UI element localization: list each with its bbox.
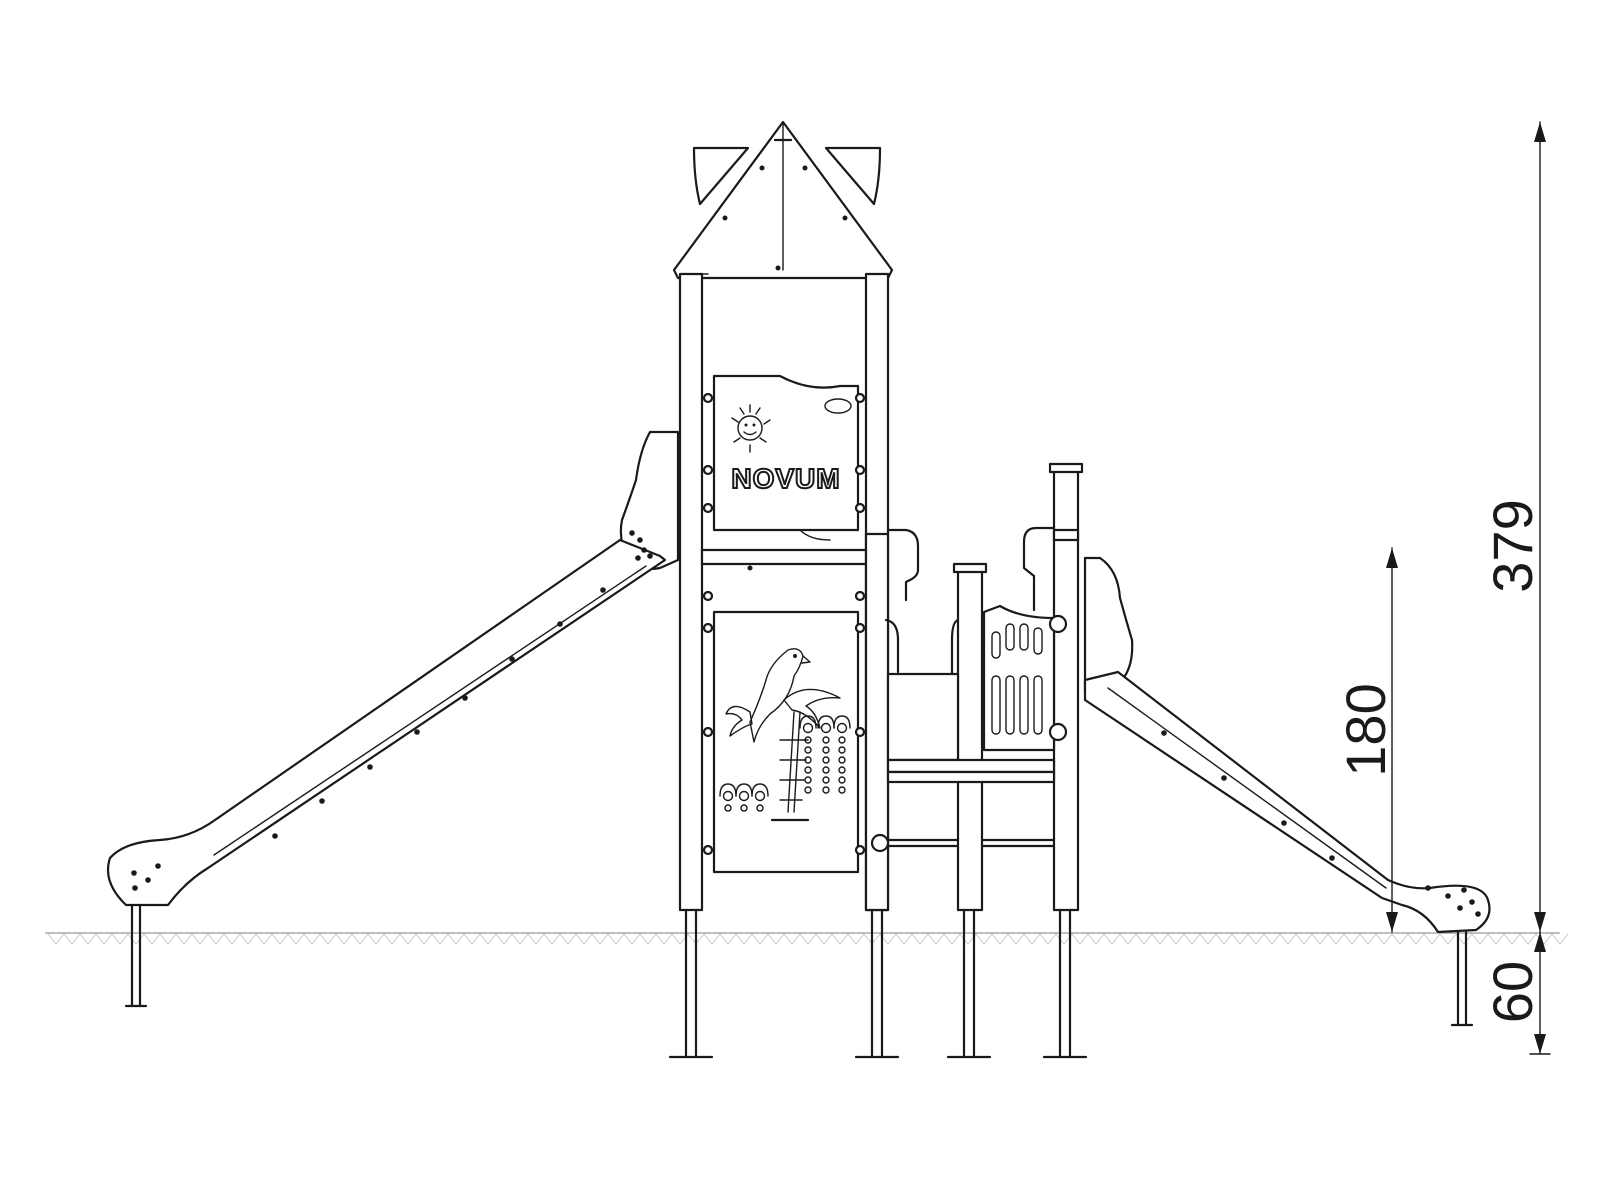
dimension-60-label: 60 xyxy=(1481,961,1544,1023)
left-slide xyxy=(106,430,680,1008)
panel-bolts xyxy=(702,265,866,856)
climber-structure xyxy=(854,462,1088,1059)
main-tower: NOVUM xyxy=(668,120,894,1059)
brand-text: NOVUM xyxy=(731,463,840,494)
dimension-total-height: 379 xyxy=(1481,121,1546,933)
dimension-180-label: 180 xyxy=(1334,683,1397,776)
climber-slots xyxy=(991,623,1043,735)
dimension-379-label: 379 xyxy=(1481,499,1544,592)
dimension-foundation-depth: 60 xyxy=(1481,931,1551,1055)
parrot-icon xyxy=(749,648,811,743)
abacus-icon xyxy=(719,715,851,812)
palm-tree-icon xyxy=(725,688,841,822)
ground-line xyxy=(45,932,1569,945)
right-slide xyxy=(1083,556,1491,1027)
sun-icon xyxy=(731,404,771,453)
dimension-platform-height: 180 xyxy=(1334,547,1398,933)
